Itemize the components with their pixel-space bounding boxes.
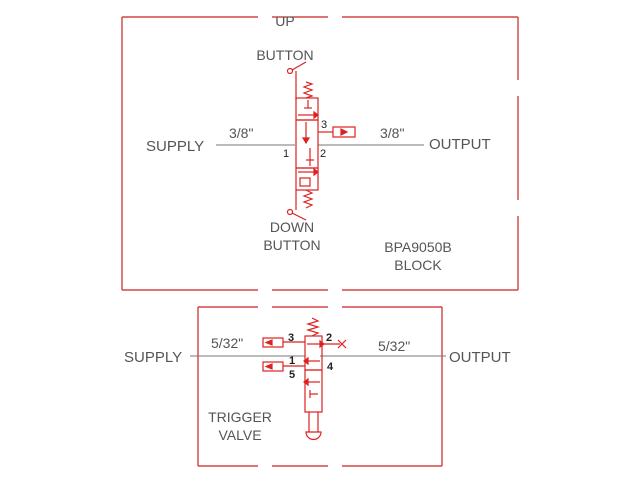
up-button-icon (286, 67, 294, 75)
down-button-icon (286, 208, 294, 216)
spring-icon (302, 81, 314, 99)
trigger-output-size: 5/32" (378, 338, 410, 354)
up-button-label-line1: UP (275, 13, 294, 29)
block-port-1: 1 (283, 148, 289, 160)
down-button-label-line2: BUTTON (263, 237, 320, 253)
block-output-label: OUTPUT (429, 136, 491, 153)
trigger-supply-label: SUPPLY (124, 349, 182, 366)
trigger-output-label: OUTPUT (449, 349, 511, 366)
block-name-line1: BPA9050B (384, 239, 451, 255)
block-output-size: 3/8" (380, 125, 404, 141)
block-port-3: 3 (321, 119, 327, 131)
trigger-port-3: 3 (288, 332, 294, 344)
trigger-name-line1: TRIGGER (208, 409, 272, 425)
trigger-name-line2: VALVE (218, 427, 261, 443)
block-valve-symbol (286, 61, 356, 221)
trigger-boundary (197, 306, 443, 467)
block-supply-label: SUPPLY (146, 138, 204, 155)
spring-icon (302, 189, 314, 209)
block-port-2: 2 (320, 148, 326, 160)
down-button-label-line1: DOWN (270, 219, 314, 235)
spring-icon (305, 317, 321, 337)
block-name-line2: BLOCK (394, 257, 442, 273)
trigger-port-2: 2 (326, 332, 332, 344)
up-button-label-line2: BUTTON (256, 47, 313, 63)
trigger-port-1: 1 (289, 355, 295, 367)
block-supply-size: 3/8" (229, 125, 253, 141)
trigger-plunger-icon (305, 431, 322, 441)
trigger-valve-symbol (262, 317, 347, 441)
trigger-port-4: 4 (327, 361, 334, 373)
trigger-supply-size: 5/32" (211, 335, 243, 351)
block-boundary (121, 16, 519, 291)
trigger-port-5: 5 (289, 369, 295, 381)
